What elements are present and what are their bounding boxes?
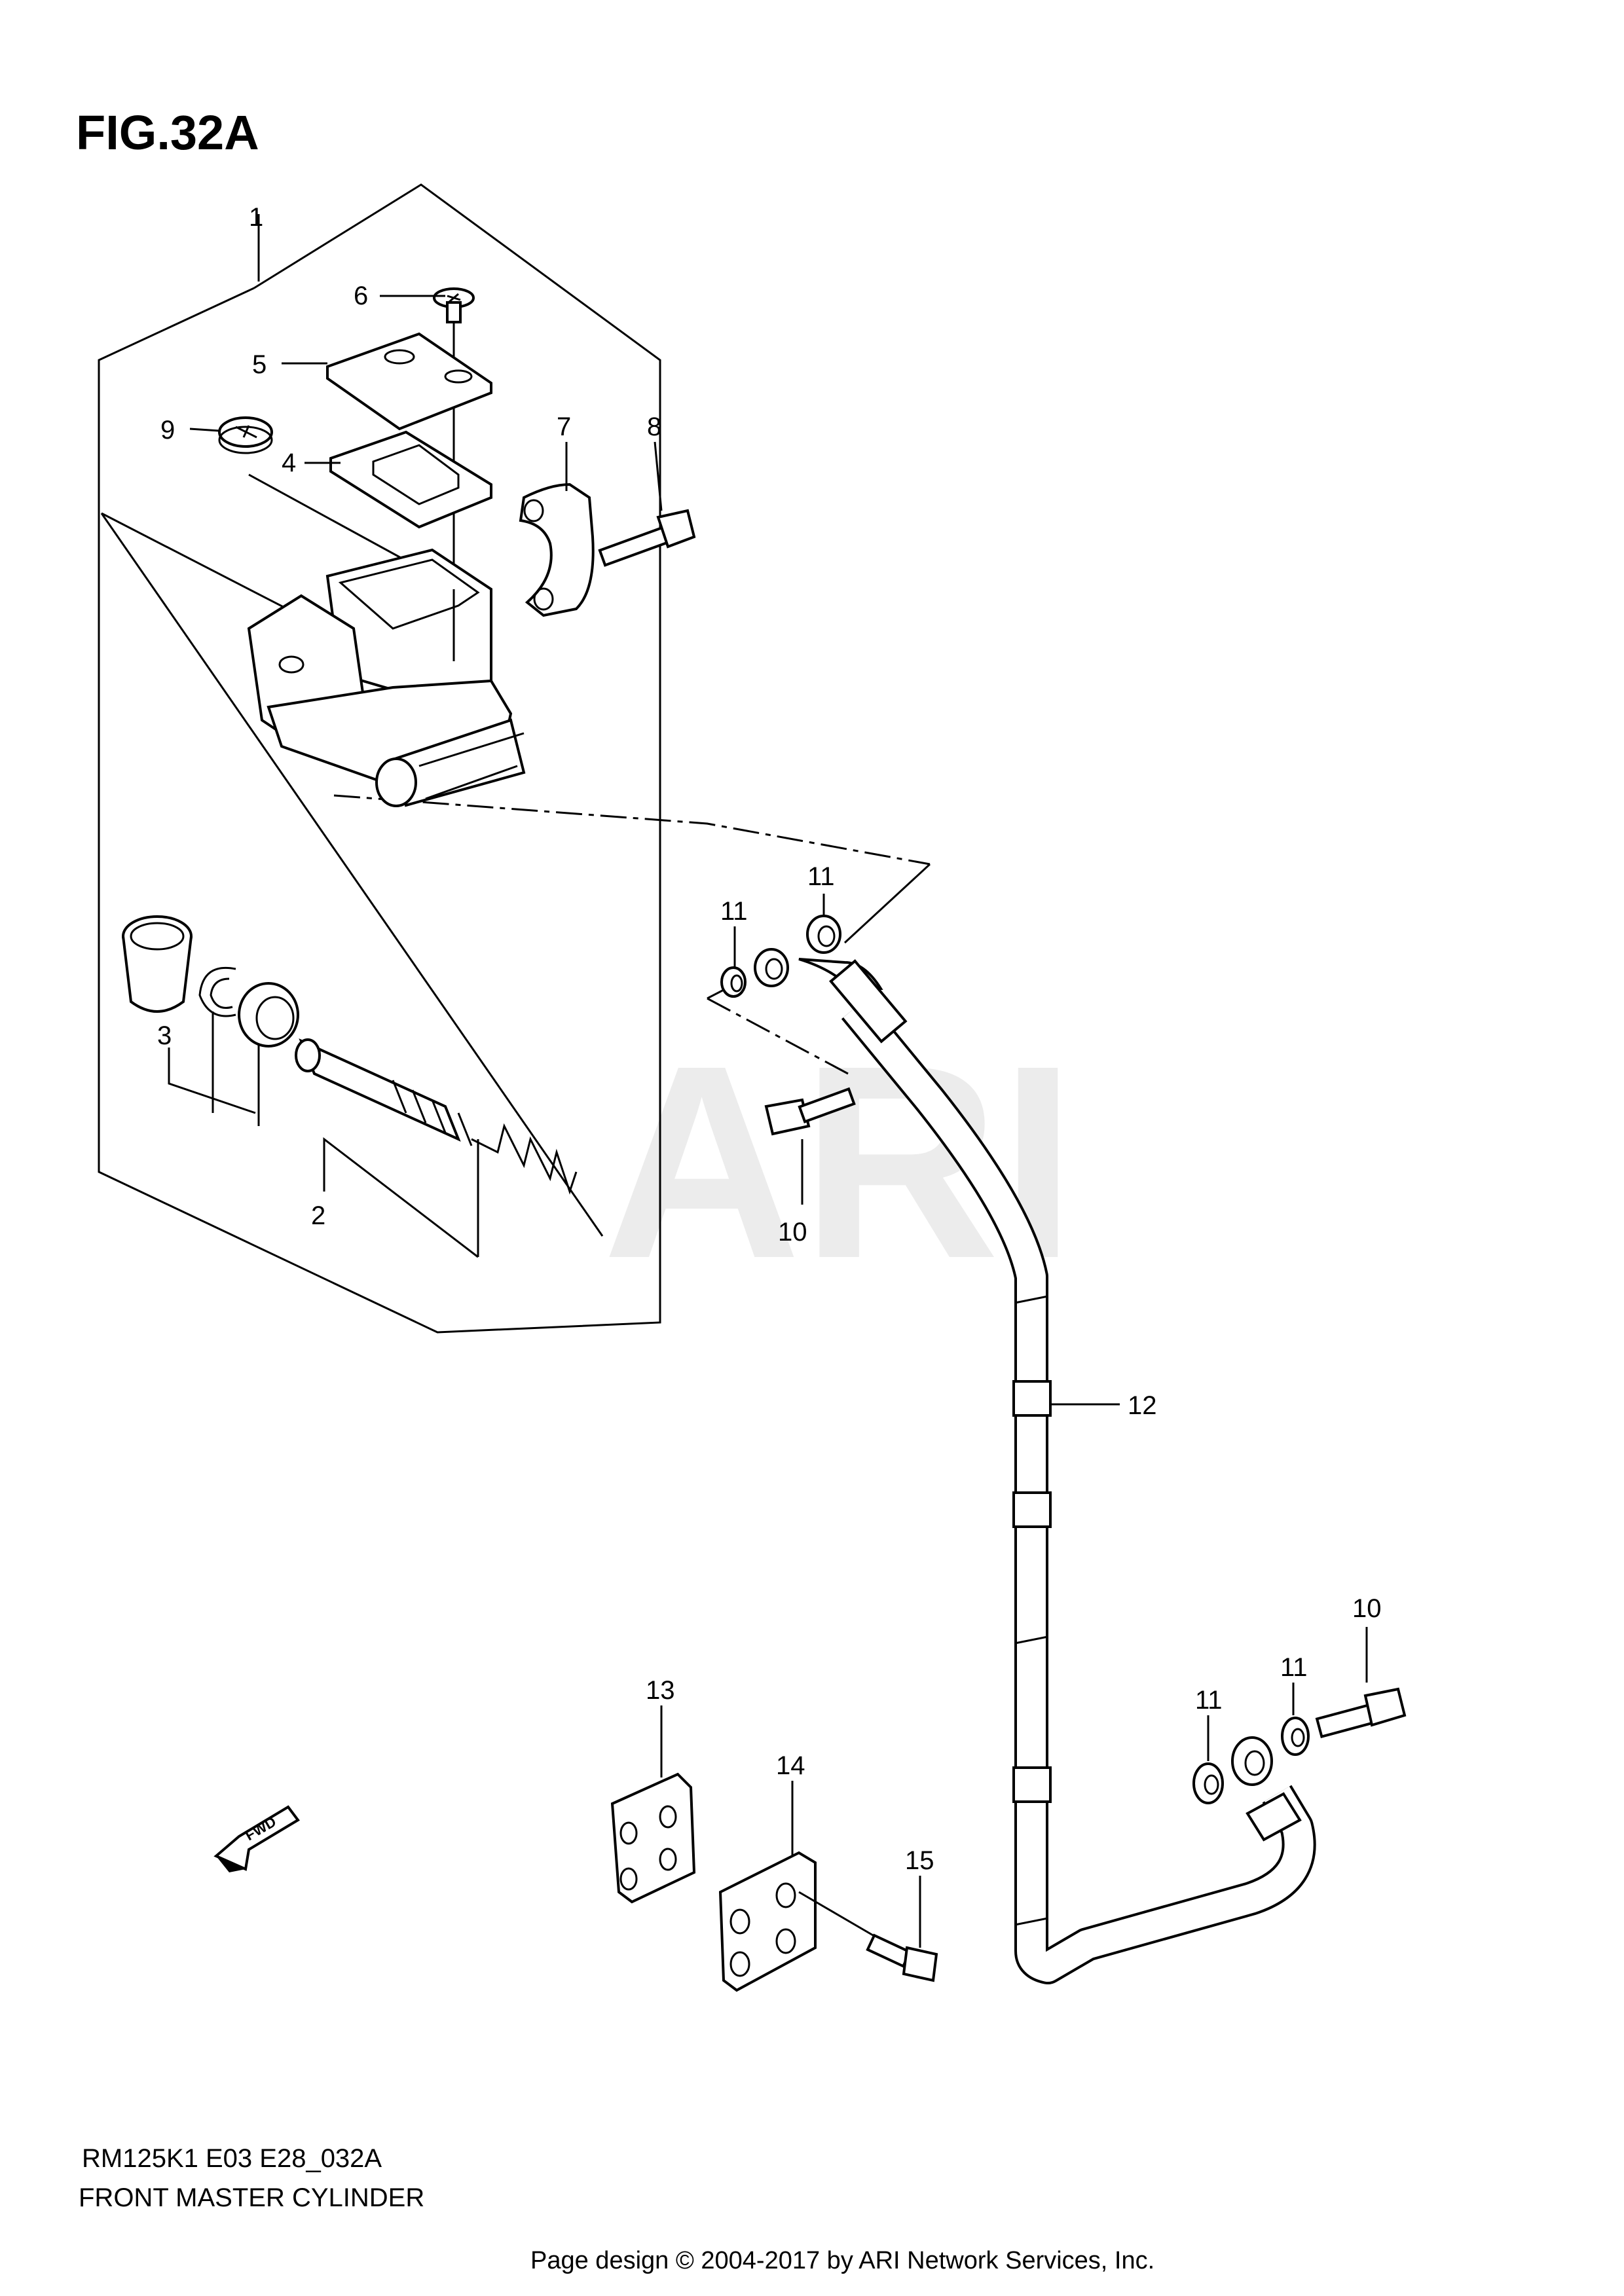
hose-path-dashline [333, 794, 931, 866]
callout-12: 12 [1128, 1391, 1157, 1420]
callout-2: 2 [311, 1201, 325, 1230]
callout-7: 7 [557, 412, 571, 441]
figure-title: FIG.32A [76, 105, 259, 160]
bracket-part-14 [718, 1781, 878, 1992]
callout-11-a: 11 [720, 897, 748, 926]
bracket-part-13 [610, 1705, 696, 1904]
callout-5: 5 [252, 350, 267, 379]
diagram-caption: FRONT MASTER CYLINDER [79, 2183, 424, 2212]
callout-4: 4 [282, 448, 296, 477]
plug-part-9 [218, 416, 273, 454]
assembly-outline [98, 183, 661, 1334]
copyright-footer: Page design © 2004-2017 by ARI Network S… [530, 2247, 1154, 2274]
callout-6: 6 [354, 282, 368, 310]
watermark: ARI [602, 1009, 1076, 1316]
bolt-part-15 [866, 1876, 938, 1982]
brake-hose-part-12 [798, 958, 1316, 1984]
washer-11-f [1281, 1717, 1310, 1756]
hose-leader [843, 863, 931, 944]
leader-9 [189, 428, 220, 432]
union-bolt-10-lower [1315, 1687, 1407, 1739]
washer-11-b [754, 948, 789, 987]
leader-2 [323, 1137, 479, 1258]
callout-11-c: 11 [1280, 1653, 1308, 1682]
washer-11-d [1192, 1762, 1224, 1804]
bolt-path-dashline [707, 997, 849, 1075]
model-code: RM125K1 E03 E28_032A [82, 2144, 382, 2173]
callout-13: 13 [646, 1676, 675, 1705]
washer-11-a [720, 966, 747, 998]
callout-11-b: 11 [807, 862, 835, 891]
section-line [100, 513, 604, 1237]
callout-15: 15 [905, 1846, 934, 1875]
union-bolt-10-upper [764, 1087, 856, 1205]
callout-10-upper: 10 [778, 1218, 807, 1247]
piston-set-part-2 [295, 1038, 578, 1195]
diaphragm-part-4 [248, 430, 492, 591]
washer-11-c [806, 915, 841, 954]
bolt-part-8 [598, 441, 696, 567]
callout-3: 3 [157, 1021, 172, 1050]
callout-1: 1 [249, 203, 263, 232]
clamp-part-7 [519, 442, 595, 617]
master-cylinder-body [247, 548, 526, 807]
forward-direction-arrow-icon: FWD [213, 1805, 300, 1872]
circlip [198, 966, 236, 1017]
boot-part-3 [122, 915, 193, 1013]
washer-seal [238, 982, 299, 1048]
callout-8: 8 [647, 412, 661, 441]
callout-10-lower: 10 [1352, 1594, 1382, 1623]
callout-14: 14 [776, 1751, 805, 1780]
callout-9: 9 [160, 416, 175, 445]
washer-11-e [1231, 1736, 1273, 1786]
callout-11-d: 11 [1195, 1686, 1223, 1715]
cap-plate-part-5 [326, 332, 492, 431]
leader-3 [168, 1048, 256, 1114]
